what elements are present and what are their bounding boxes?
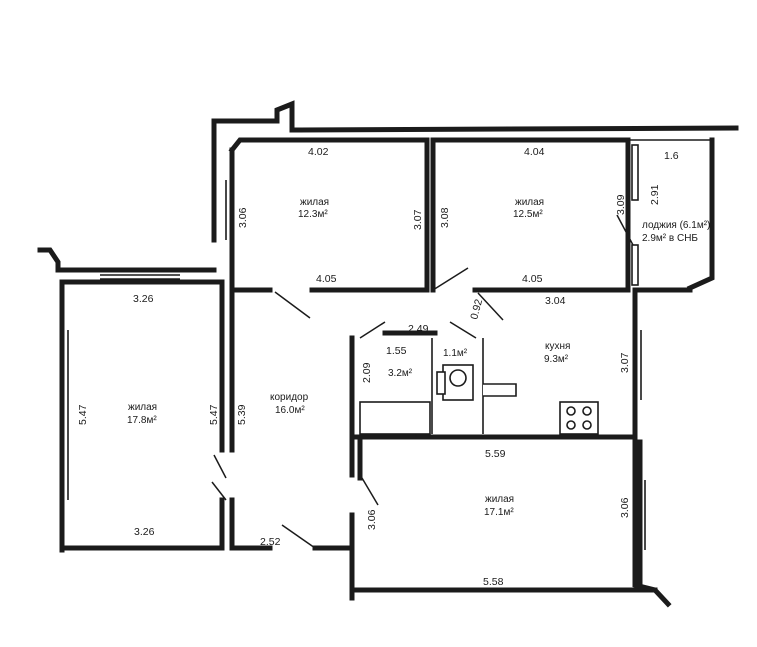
stove — [559, 401, 599, 435]
door-toilet — [449, 321, 477, 339]
dim-loggia-side: 2.91 — [649, 184, 661, 205]
dim-corridor-bottom: 2.52 — [260, 536, 281, 548]
bedroom-4-area: 17.1м² — [484, 507, 514, 518]
door-bedroom-4 — [361, 477, 379, 506]
kitchen-area: 9.3м² — [544, 354, 569, 365]
corridor-name: коридор — [270, 392, 309, 403]
bedroom-3-name: жилая — [128, 402, 157, 413]
dim-bedroom-1-right: 3.07 — [412, 209, 424, 230]
bathroom-area: 3.2м² — [388, 368, 413, 379]
toilet-seat — [449, 369, 467, 387]
dim-bedroom-4-bottom: 5.58 — [483, 576, 504, 588]
dim-corridor-side: 5.39 — [236, 404, 248, 425]
stove-burner-1 — [566, 406, 576, 416]
dim-bedroom-3-bottom: 3.26 — [134, 526, 155, 538]
door-bedroom-3-b — [211, 481, 227, 501]
dimension-labels: 4.02 3.06 3.07 4.05 4.04 3.08 3.09 4.05 … — [77, 146, 679, 588]
doors — [211, 214, 634, 549]
door-loggia — [616, 214, 634, 246]
dim-bathroom-top: 2.49 — [408, 323, 429, 335]
stove-burner-3 — [566, 420, 576, 430]
bedroom-4-name: жилая — [485, 494, 514, 505]
door-bedroom-3 — [213, 454, 227, 479]
kitchen-name: кухня — [545, 341, 570, 352]
door-entrance — [281, 524, 316, 549]
dim-bedroom-3-left: 5.47 — [77, 404, 89, 425]
loggia-name: лоджия (6.1м²) — [642, 220, 710, 231]
loggia-area: 2.9м² в СНБ — [642, 233, 698, 244]
dim-bedroom-4-left: 3.06 — [366, 509, 378, 530]
dim-bedroom-1-top: 4.02 — [308, 146, 329, 158]
dim-bedroom-4-top: 5.59 — [485, 448, 506, 460]
wall-top-left-stub — [211, 100, 303, 133]
dim-bedroom-2-top: 4.04 — [524, 146, 545, 158]
dim-bedroom-3-top: 3.26 — [133, 293, 154, 305]
walls — [37, 100, 739, 608]
dim-bedroom-2-left: 3.08 — [439, 207, 451, 228]
dim-kitchen-top: 3.04 — [545, 295, 566, 307]
dim-bedroom-2-bottom: 4.05 — [522, 273, 543, 285]
room-labels: жилая 12.3м² жилая 12.5м² лоджия (6.1м²)… — [127, 197, 710, 518]
wall-left-stub — [37, 247, 217, 273]
bedroom-3-area: 17.8м² — [127, 415, 157, 426]
door-bathroom — [359, 321, 386, 339]
dim-bedroom-3-right: 5.47 — [208, 404, 220, 425]
bedroom-2-name: жилая — [515, 197, 544, 208]
bedroom-1-name: жилая — [300, 197, 329, 208]
wall-bedroom-4-right — [632, 437, 672, 608]
dim-bedroom-1-bottom: 4.05 — [316, 273, 337, 285]
dim-bathroom-side: 2.09 — [361, 362, 373, 383]
bathtub — [359, 401, 431, 435]
dim-bedroom-4-right: 3.06 — [619, 497, 631, 518]
stove-burner-4 — [582, 420, 592, 430]
dim-kitchen-right: 3.07 — [619, 352, 631, 373]
wall-top-outer — [297, 125, 739, 133]
wall-bedroom-1-top — [228, 137, 430, 154]
kitchen-sink-block — [483, 383, 517, 397]
dim-toilet-diag: 0.92 — [468, 298, 485, 321]
stove-burner-2 — [582, 406, 592, 416]
loggia-post-1 — [631, 144, 639, 201]
dim-bedroom-2-right: 3.09 — [615, 194, 627, 215]
dim-bedroom-1-left: 3.06 — [237, 207, 249, 228]
door-bedroom-2 — [432, 267, 469, 291]
door-bedroom-1 — [274, 291, 311, 319]
loggia-post-2 — [631, 244, 639, 286]
bedroom-2-area: 12.5м² — [513, 209, 543, 220]
bedroom-1-area: 12.3м² — [298, 209, 328, 220]
corridor-area: 16.0м² — [275, 405, 305, 416]
dim-loggia-top: 1.6 — [664, 150, 679, 162]
wall-loggia-outer — [686, 137, 715, 292]
pipe-block — [436, 371, 446, 395]
dim-bathroom-width: 1.55 — [386, 345, 407, 357]
toilet-area: 1.1м² — [443, 348, 468, 359]
door-kitchen — [477, 292, 504, 321]
